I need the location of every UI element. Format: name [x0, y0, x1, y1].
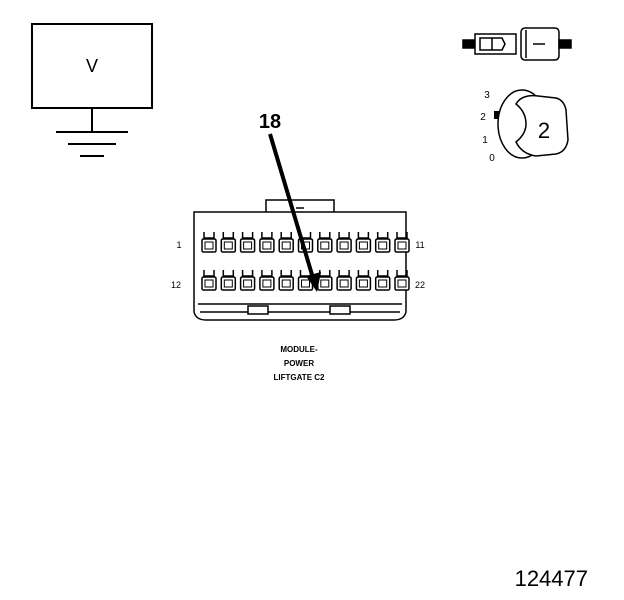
figure-number: 124477	[515, 566, 588, 591]
pin-cavity-21	[374, 270, 391, 291]
callout-arrow	[268, 133, 321, 292]
pin-cavity-5	[278, 232, 294, 253]
pin-cavity-16	[278, 270, 294, 291]
voltmeter-symbol: V	[86, 56, 98, 76]
pin-callout-label: 18	[259, 111, 281, 133]
caption-line-2: POWER	[284, 359, 314, 368]
connector-caption: MODULE- POWER LIFTGATE C2	[274, 345, 326, 382]
pin-cavity-8	[336, 232, 352, 253]
dial-position-2: 2	[480, 112, 486, 123]
pin-cavity-14	[239, 270, 256, 291]
connector-face	[193, 199, 410, 321]
pin-cavity-13	[220, 270, 237, 291]
dial-pointer	[494, 111, 502, 119]
pin-cavity-15	[259, 270, 275, 291]
probe-icon	[462, 27, 572, 61]
caption-line-1: MODULE-	[280, 345, 318, 354]
pin-cavity-10	[374, 232, 391, 253]
pin-cavity-7	[317, 232, 333, 253]
pin-cavity-9	[355, 232, 372, 253]
caption-line-3: LIFTGATE C2	[274, 373, 326, 382]
pin-cavity-12	[201, 270, 217, 291]
pin-number-1: 1	[176, 240, 181, 250]
pin-number-12: 12	[171, 280, 181, 290]
dial-position-0: 0	[489, 153, 495, 164]
dial-position-1: 1	[482, 135, 488, 146]
dial-selected-value: 2	[538, 118, 550, 143]
pin-cavity-22	[394, 270, 410, 291]
dial-knob	[515, 94, 569, 157]
pin-cavity-19	[336, 270, 352, 291]
pin-number-11: 11	[415, 240, 424, 250]
voltmeter: V	[31, 23, 153, 157]
pin-cavity-3	[239, 232, 256, 253]
pin-cavities	[201, 232, 410, 291]
ground-icon	[56, 108, 128, 157]
selector-dial: 3 2 1 0 2	[480, 89, 569, 164]
pin-cavity-4	[259, 232, 275, 253]
dial-position-3: 3	[484, 90, 490, 101]
pin-cavity-20	[355, 270, 372, 291]
pin-cavity-11	[394, 232, 410, 253]
pin-number-22: 22	[415, 280, 425, 290]
pin-cavity-1	[201, 232, 217, 253]
pin-cavity-2	[220, 232, 237, 253]
